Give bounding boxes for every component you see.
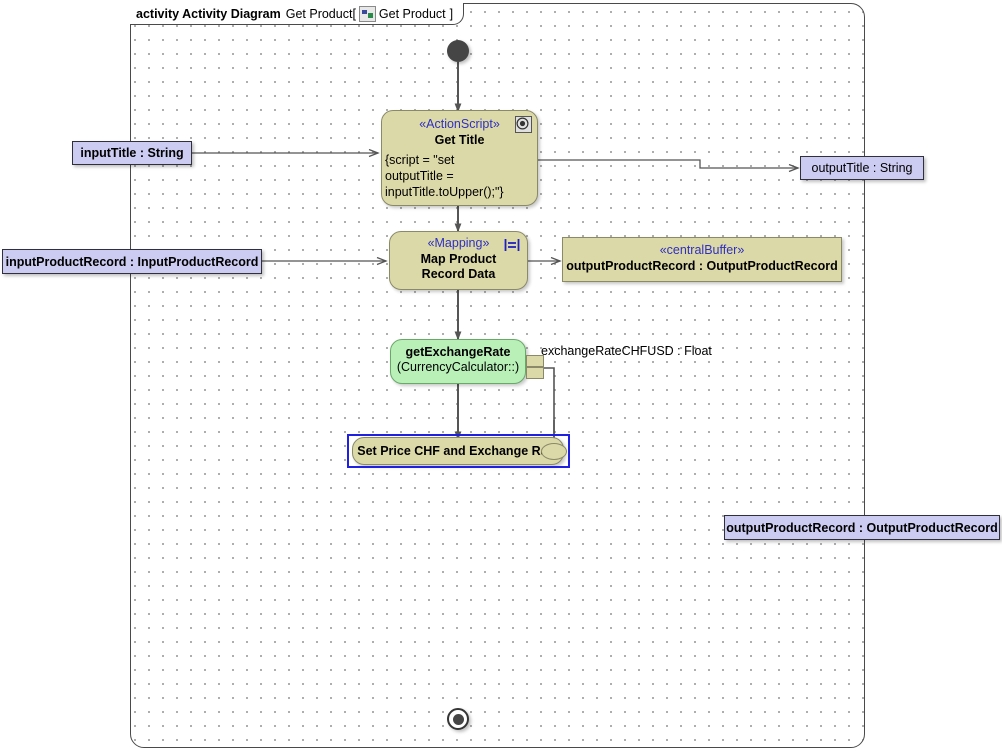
output-pin-exchange-rate-upper[interactable] <box>526 355 544 367</box>
get-title-script-line-2: outputTitle = <box>385 169 454 183</box>
output-product-record-label: outputProductRecord : OutputProductRecor… <box>726 520 998 535</box>
object-node-output-title[interactable]: outputTitle : String <box>800 156 924 180</box>
activity-diagram-icon <box>358 5 376 22</box>
set-price-name: Set Price CHF and Exchange Rate <box>357 444 559 458</box>
object-node-output-product-record[interactable]: outputProductRecord : OutputProductRecor… <box>724 515 1000 540</box>
central-buffer-name: outputProductRecord : OutputProductRecor… <box>566 259 838 273</box>
central-buffer-node[interactable]: «centralBuffer» outputProductRecord : Ou… <box>562 237 842 282</box>
get-exchange-rate-name: getExchangeRate <box>405 345 511 359</box>
pin-label-exchange-rate: exchangeRateCHFUSD : Float <box>541 344 712 358</box>
object-node-input-product-record[interactable]: inputProductRecord : InputProductRecord <box>2 249 262 274</box>
action-map-product-record-data[interactable]: «Mapping» Map Product Record Data <box>389 231 528 290</box>
output-title-label: outputTitle : String <box>811 161 913 175</box>
input-product-record-label: inputProductRecord : InputProductRecord <box>5 254 259 269</box>
frame-keyword: activity Activity Diagram <box>136 6 281 21</box>
frame-name: Get Product <box>285 6 353 21</box>
get-title-stereotype: «ActionScript» <box>419 117 500 131</box>
central-buffer-stereotype: «centralBuffer» <box>659 243 745 257</box>
map-product-stereotype: «Mapping» <box>427 236 490 250</box>
get-title-name: Get Title <box>434 133 485 147</box>
action-get-title[interactable]: «ActionScript» Get Title {script = "set … <box>381 110 538 206</box>
gear-icon[interactable] <box>515 116 532 133</box>
initial-node[interactable] <box>447 40 469 62</box>
frame-bracket-close: ] <box>449 6 454 21</box>
action-get-exchange-rate[interactable]: getExchangeRate (CurrencyCalculator::) <box>390 339 526 384</box>
map-product-name-line-2: Record Data <box>421 267 496 281</box>
object-node-input-title[interactable]: inputTitle : String <box>72 141 192 165</box>
action-set-price-chf-and-exchange-rate[interactable]: Set Price CHF and Exchange Rate <box>352 437 564 465</box>
get-exchange-rate-sub: (CurrencyCalculator::) <box>396 360 520 374</box>
frame-inner-name: Get Product <box>378 6 446 21</box>
mapping-icon[interactable] <box>504 238 520 252</box>
map-product-name-line-1: Map Product <box>420 252 497 266</box>
frame-bracket-open: [ <box>352 6 356 21</box>
input-pin-set-price[interactable] <box>541 443 567 460</box>
output-pin-exchange-rate-lower[interactable] <box>526 367 544 379</box>
get-title-script-line-3: inputTitle.toUpper();"} <box>385 185 504 199</box>
final-node[interactable] <box>447 708 469 730</box>
get-title-script-line-1: {script = "set <box>385 153 455 167</box>
diagram-frame-title: activity Activity Diagram Get Product [ … <box>130 3 465 25</box>
selection-frame-set-price[interactable] <box>347 434 570 468</box>
input-title-label: inputTitle : String <box>80 146 184 160</box>
